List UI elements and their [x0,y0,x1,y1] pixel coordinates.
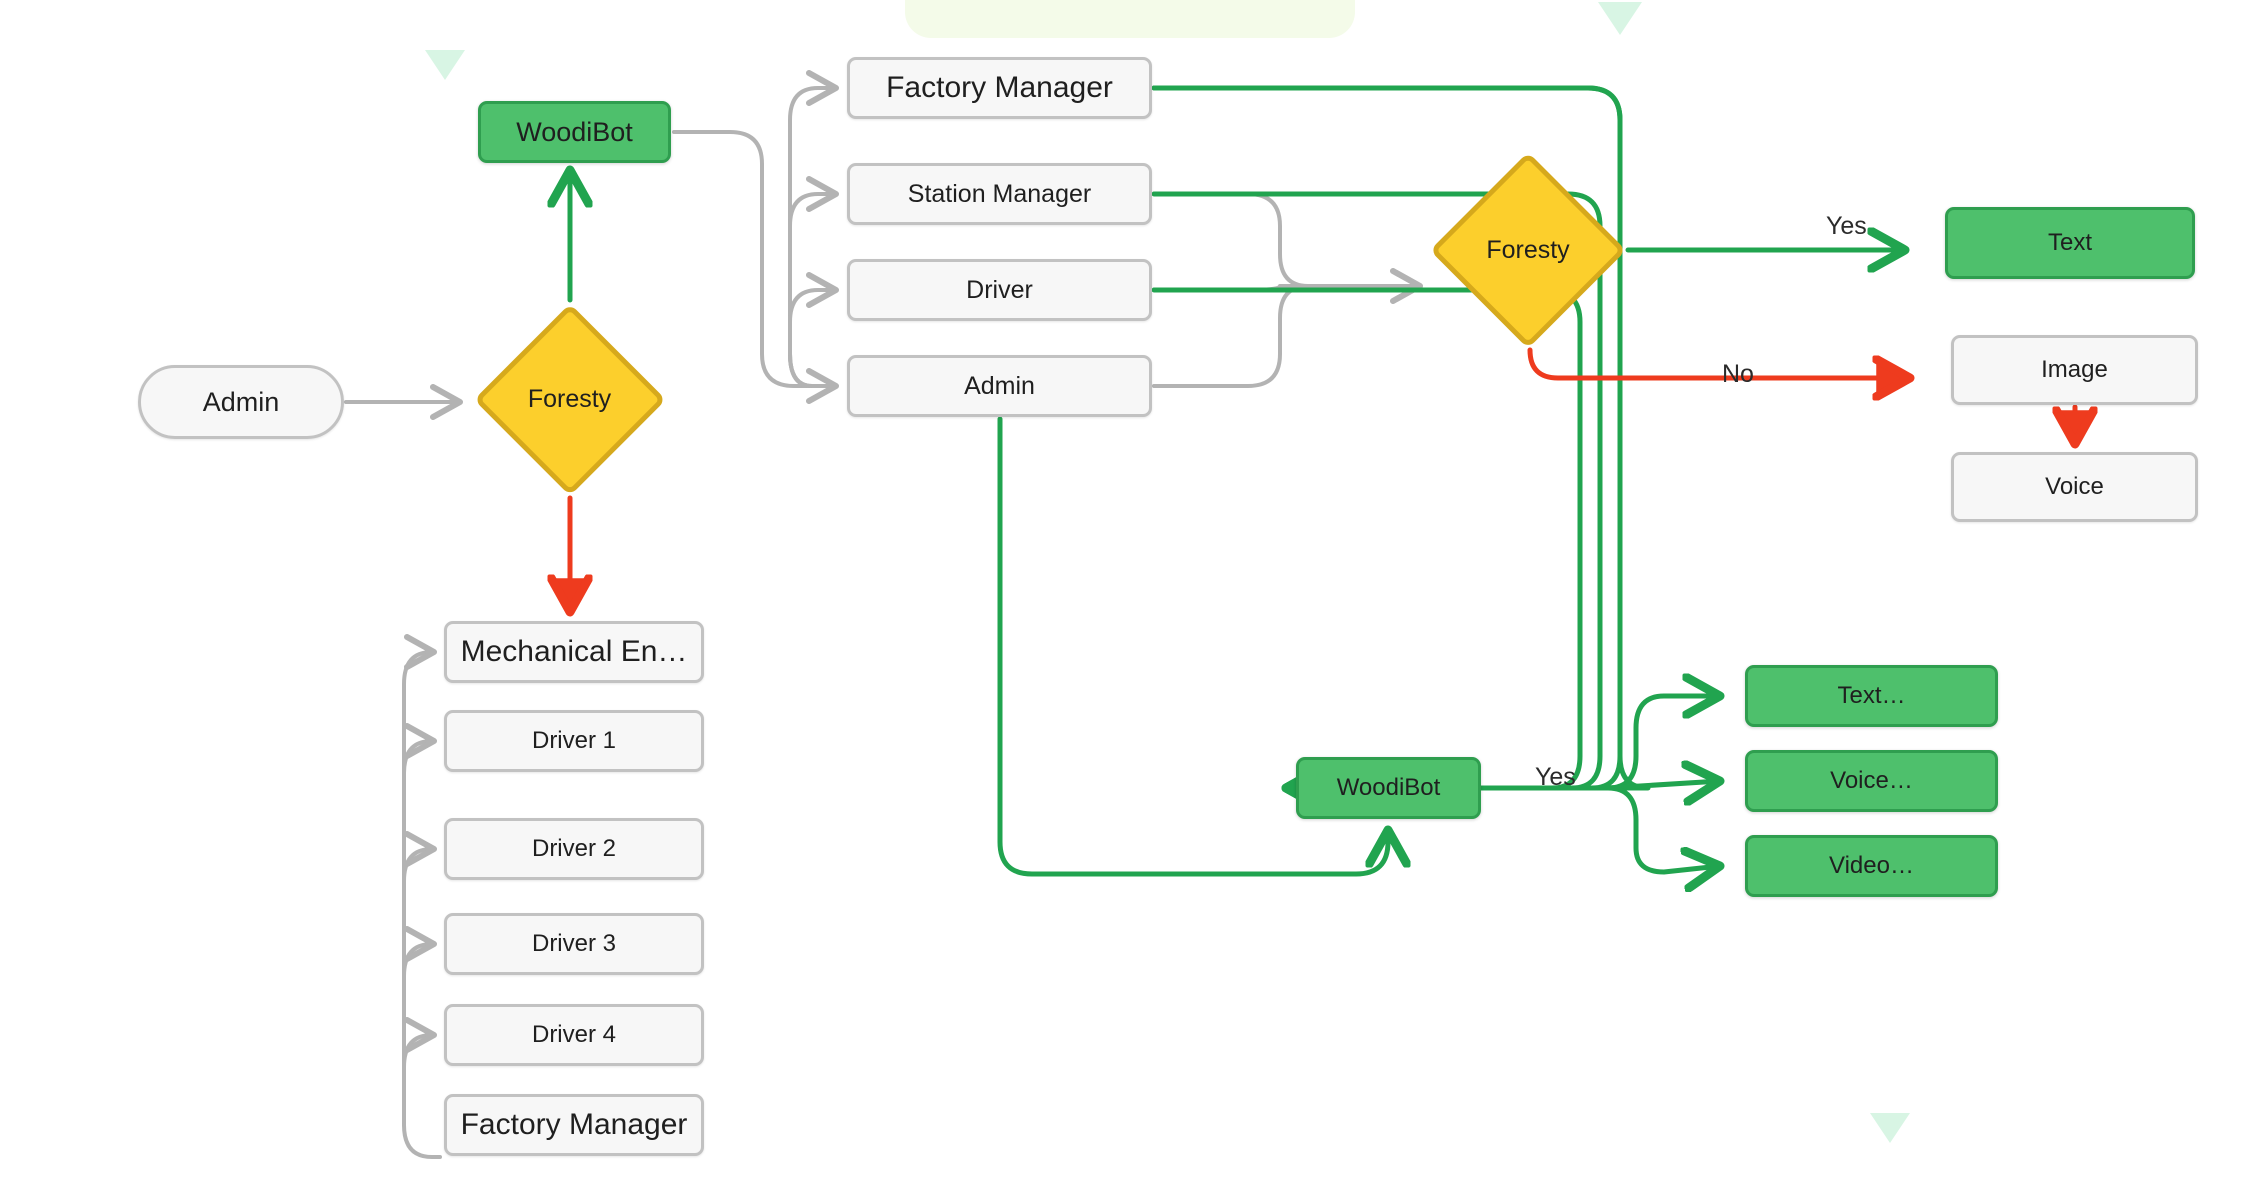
node-voice-option[interactable]: Voice… [1745,750,1998,812]
edge-hub-to-driver-2 [402,831,437,1127]
edge-station-manager-to-foresty-right [1152,192,1422,288]
node-label: Voice… [1830,767,1913,794]
node-woodibot-bottom[interactable]: WoodiBot [1296,757,1481,819]
edge-hub-to-station-manager [788,176,839,388]
node-mechanical-engineer[interactable]: Mechanical En… [444,621,704,683]
edge-yes-to-text-option [1605,696,1720,791]
decorative-triangle-icon [1598,2,1642,35]
edge-hub-to-driver-3 [402,926,437,1127]
edge-driver-to-foresty-right [1152,283,1310,292]
edge-hub-to-driver [788,272,839,388]
edge-woodibot-to-admin-mid [672,130,836,388]
node-label: Voice [2045,473,2104,500]
edge-driver-to-woodibot-bottom [1151,287,1583,788]
edge-label-yes-bottom: Yes [1535,763,1576,791]
edge-yes-to-video-option [1605,785,1720,872]
node-driver-4[interactable]: Driver 4 [444,1004,704,1066]
node-driver-2[interactable]: Driver 2 [444,818,704,880]
node-image-output[interactable]: Image [1951,335,2198,405]
node-label: Admin [964,371,1035,400]
node-driver-3[interactable]: Driver 3 [444,913,704,975]
decorative-triangle-icon [425,50,465,80]
edge-hub-to-mechanical [401,634,437,1127]
node-label: Text [2047,229,2092,256]
node-label: Station Manager [907,179,1092,208]
node-foresty-left[interactable]: Foresty [473,303,666,496]
node-label: Admin [202,386,280,417]
node-label: Video… [1829,852,1914,879]
edge-hub-to-driver-4 [402,1017,437,1127]
node-admin-start[interactable]: Admin [138,365,344,439]
edge-foresty-right-no-to-image [1527,347,1910,378]
edge-hub-to-driver-1 [402,723,437,1127]
node-text-output[interactable]: Text [1945,207,2195,279]
node-woodibot-top[interactable]: WoodiBot [478,101,671,163]
node-admin-mid[interactable]: Admin [847,355,1152,417]
node-video-option[interactable]: Video… [1745,835,1998,897]
decorative-blob [905,0,1355,38]
node-label: Driver 1 [531,727,616,754]
node-label: Driver 4 [531,1021,616,1048]
node-driver-mid[interactable]: Driver [847,259,1152,321]
node-text-option[interactable]: Text… [1745,665,1998,727]
node-label: Driver 3 [531,930,616,957]
edge-label-no-right: No [1722,360,1754,388]
node-label: Text… [1837,682,1906,709]
node-label: WoodiBot [1336,774,1441,801]
edge-admin-mid-to-foresty-right [1152,268,1423,388]
node-factory-manager-mid[interactable]: Factory Manager [847,57,1152,119]
node-label: Mechanical En… [460,635,688,668]
node-voice-output[interactable]: Voice [1951,452,2198,522]
node-label: Factory Manager [460,1108,688,1141]
node-driver-1[interactable]: Driver 1 [444,710,704,772]
node-label: Factory Manager [886,71,1113,104]
edge-label-yes-right: Yes [1826,212,1867,240]
node-label: WoodiBot [516,116,633,147]
node-foresty-right[interactable]: Foresty [1430,152,1626,348]
node-label: Driver 2 [531,835,616,862]
node-label: Image [2041,356,2108,383]
node-factory-manager-left[interactable]: Factory Manager [444,1094,704,1156]
decorative-triangle-icon [1870,1113,1910,1143]
node-label: Foresty [527,385,612,413]
edge-hub-to-factory-manager-left [402,1123,442,1159]
edge-yes-to-voice-option [1605,781,1720,788]
edge-hub-to-factory-manager [788,70,839,388]
node-label: Foresty [1486,235,1570,264]
node-station-manager-mid[interactable]: Station Manager [847,163,1152,225]
node-label: Driver [966,275,1033,304]
